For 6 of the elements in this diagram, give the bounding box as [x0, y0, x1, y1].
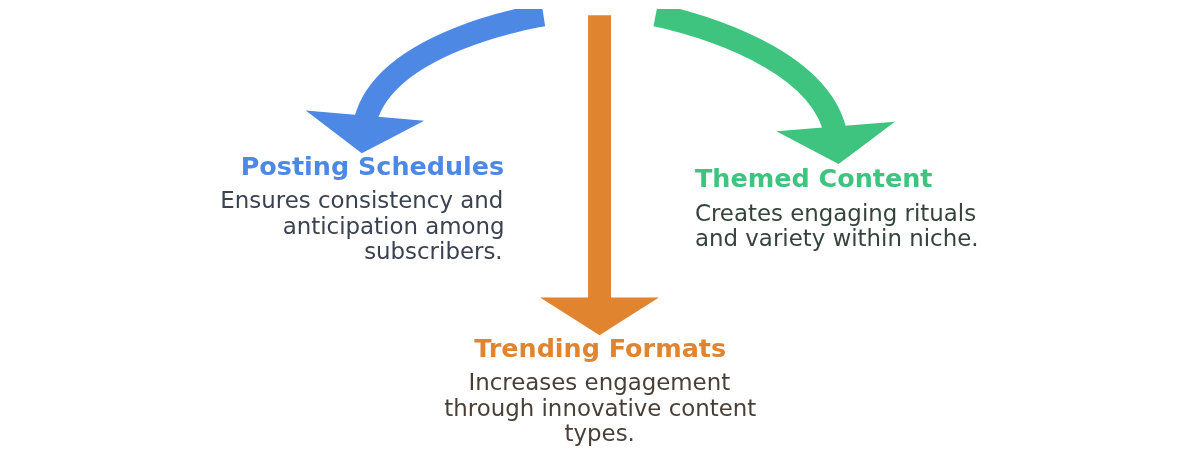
arrow [305, 8, 545, 153]
node-text: Themed Content Creates engaging rituals and variety within niche. [694, 162, 979, 251]
arrow [539, 14, 659, 335]
node-text: Trending Formats Increases engagement through innovative content types. [443, 332, 756, 446]
node-text: Posting Schedules Ensures consistency and anticipation among subscribers. [219, 150, 505, 264]
arrow [652, 8, 895, 164]
